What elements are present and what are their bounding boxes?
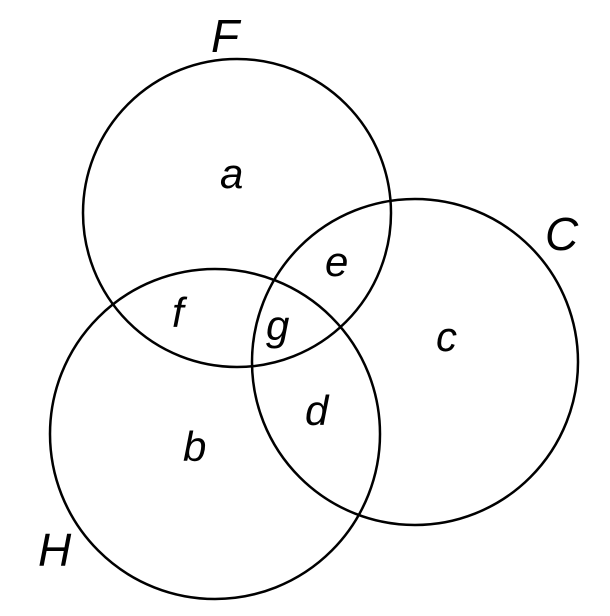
region-label-d: d [305, 387, 330, 434]
circle-h [48, 267, 382, 601]
circle-c [250, 197, 580, 527]
set-label-f: F [211, 10, 242, 62]
circle-f [81, 57, 393, 369]
region-label-b: b [183, 423, 206, 470]
set-label-h: H [38, 524, 72, 576]
region-label-g: g [266, 302, 289, 349]
set-label-c: C [545, 208, 579, 260]
region-label-e: e [325, 238, 348, 285]
region-label-c: c [436, 313, 457, 360]
region-label-f: f [172, 289, 188, 336]
region-label-a: a [220, 150, 243, 197]
